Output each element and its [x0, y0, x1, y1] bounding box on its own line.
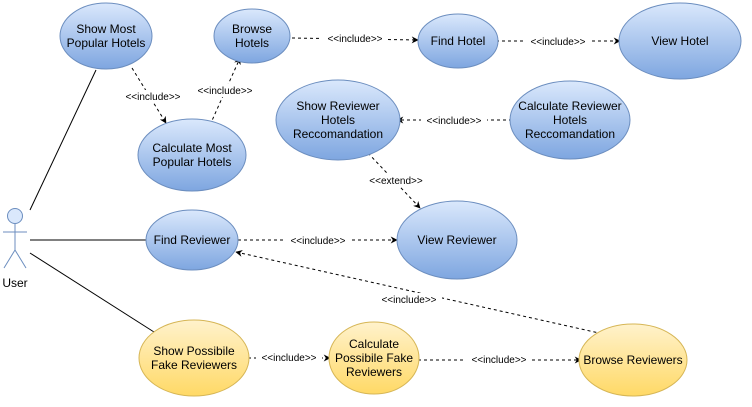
use-case-label-line: Hotels	[235, 36, 269, 50]
use-case-label-line: Hotels	[553, 113, 587, 127]
use-case-label-line: View Hotel	[651, 34, 708, 48]
include-label-text: <<include>>	[261, 353, 316, 364]
include-label-browse-to-find: <<include>>	[322, 32, 388, 45]
include-label-text: <<include>>	[381, 295, 436, 306]
use-case-ellipse	[275, 79, 401, 161]
use-case-label-line: Hotels	[321, 113, 355, 127]
include-label-findreviewer-to-viewreviewer: <<include>>	[285, 234, 351, 247]
use-case-ellipse	[138, 319, 250, 397]
include-label-text: <<include>>	[290, 236, 345, 247]
extend-label-text: <<extend>>	[369, 176, 423, 187]
use-case-label-line: View Reviewer	[417, 233, 496, 247]
user-actor[interactable]: User	[2, 208, 28, 291]
use-case-label-line: Show Reviewer	[296, 99, 379, 113]
include-label-text: <<include>>	[530, 37, 585, 48]
assoc-line-show-fake	[29, 252, 155, 333]
use-case-label-line: Popular Hotels	[153, 155, 232, 169]
use-case-label-line: Calculate	[349, 337, 399, 351]
use-case-ellipse	[618, 2, 742, 80]
use-case-label-line: Reccomandation	[293, 127, 383, 141]
include-label-browsereviewers-to-findreviewer: <<include>>	[376, 293, 442, 306]
include-label-calcreco-to-showreco: <<include>>	[421, 114, 487, 127]
include-label-text: <<include>>	[471, 355, 526, 366]
use-case-browse-reviewers[interactable]: Browse Reviewers	[578, 323, 688, 397]
use-case-label-line: Popular Hotels	[67, 36, 146, 50]
include-label-text: <<include>>	[327, 34, 382, 45]
use-case-label-line: Show Most	[76, 22, 136, 36]
assoc-line-show-most-popular	[29, 69, 97, 211]
relationship-labels: <<include>> <<include>> <<include>> <<in…	[120, 32, 591, 366]
use-case-ellipse	[328, 321, 420, 395]
include-label-find-to-view: <<include>>	[525, 35, 591, 48]
use-case-ellipse	[137, 118, 247, 192]
use-case-ellipse	[396, 200, 518, 280]
use-case-find-reviewer[interactable]: Find Reviewer	[145, 209, 239, 271]
use-case-label-line: Show Possibile	[153, 344, 235, 358]
include-label-text: <<include>>	[426, 116, 481, 127]
include-label-showfake-to-calcfake: <<include>>	[256, 351, 322, 364]
use-case-label-line: Find Hotel	[431, 34, 486, 48]
use-case-label-line: Reviewers	[346, 365, 402, 379]
use-case-view-reviewer[interactable]: View Reviewer	[396, 200, 518, 280]
actor-right-leg	[14, 249, 27, 269]
use-case-label-line: Find Reviewer	[154, 233, 231, 247]
use-case-label-line: Browse Reviewers	[583, 353, 682, 367]
use-case-ellipse	[59, 2, 153, 70]
include-label-text: <<include>>	[125, 92, 180, 103]
include-label-calcfake-to-browsereviewers: <<include>>	[466, 353, 532, 366]
include-label-text: <<include>>	[197, 86, 252, 97]
use-case-ellipse	[578, 323, 688, 397]
use-case-ellipse	[213, 8, 291, 64]
use-case-view-hotel[interactable]: View Hotel	[618, 2, 742, 80]
actor-left-leg	[3, 249, 16, 269]
include-label-calc-to-browse: <<include>>	[192, 84, 258, 97]
include-label-popular-to-calc: <<include>>	[120, 90, 186, 103]
use-case-label-line: Possibile Fake	[335, 351, 413, 365]
use-case-ellipse	[417, 13, 499, 69]
extend-label-showreco-to-viewreviewer: <<extend>>	[363, 174, 429, 187]
use-case-find-hotel[interactable]: Find Hotel	[417, 13, 499, 69]
use-case-label-line: Browse	[232, 22, 272, 36]
actor-head	[7, 208, 23, 224]
use-case-ellipse	[145, 209, 239, 271]
use-case-label-line: Fake Reviewers	[151, 358, 237, 372]
use-case-label-line: Calculate Reviewer	[518, 99, 621, 113]
actor-label: User	[2, 276, 27, 290]
use-case-label-line: Reccomandation	[525, 127, 615, 141]
use-case-label-line: Calculate Most	[152, 141, 232, 155]
use-case-ellipse	[509, 80, 631, 160]
association-lines	[29, 69, 155, 333]
